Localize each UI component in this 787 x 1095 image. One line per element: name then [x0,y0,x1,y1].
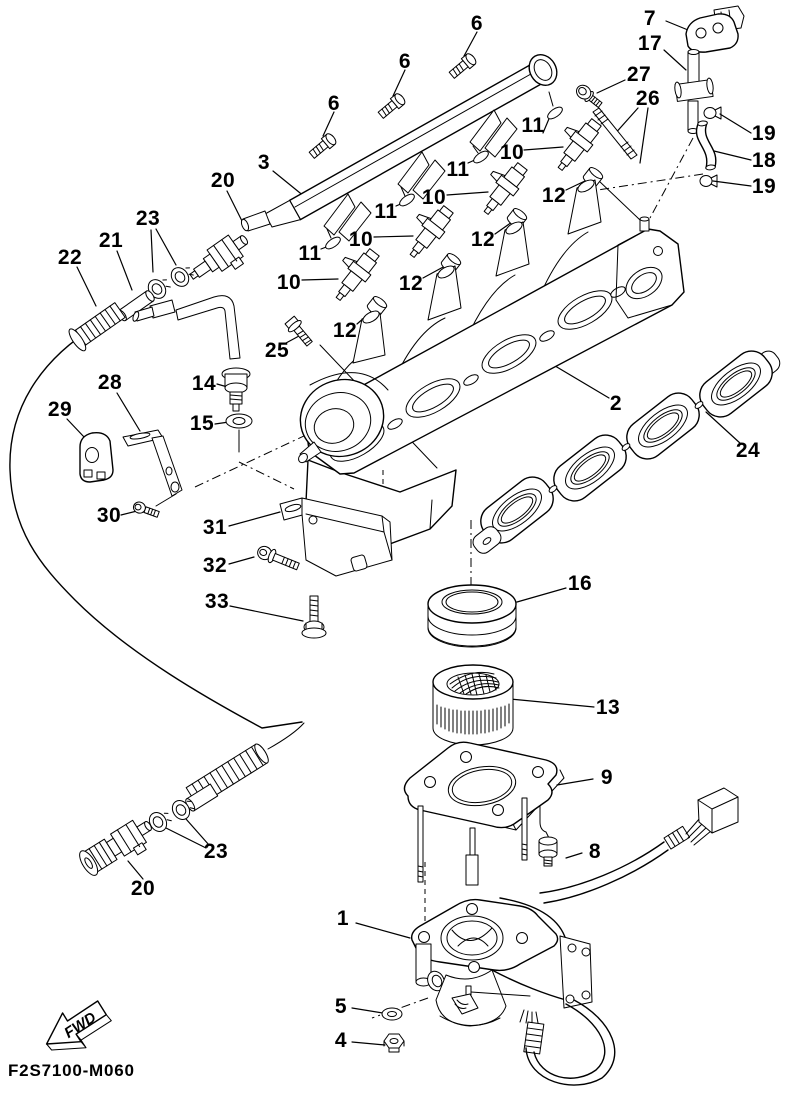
nut-4 [383,1033,405,1053]
flame-arrester-13 [432,664,514,746]
plate-studs [417,797,528,886]
bolt-8 [538,836,558,867]
tube-17 [674,49,714,134]
washer-5 [381,1007,403,1021]
corrugated-hose-22 [68,302,126,352]
injector-4 [321,239,384,307]
bottom-hose [185,722,305,812]
injector-set [321,106,606,318]
bolt-25 [284,315,313,347]
fwd-arrow: FWD [45,1000,112,1051]
regulator-drum [298,372,389,464]
bolt-33 [301,595,327,639]
injector-2 [469,153,532,221]
injector-1 [543,109,606,177]
duct-16 [427,584,517,648]
bracket-28 [122,429,183,497]
bolt-32 [257,545,300,571]
bracket-31 [279,497,393,577]
clamp-19-upper [703,106,722,120]
fuel-hose-curve [9,325,303,729]
gasket-24 [472,350,781,554]
stud-26 [592,107,638,160]
washer-15 [225,413,253,429]
sensor-14 [132,295,251,412]
diagram-code: F2S7100-M060 [8,1061,135,1080]
sensor-7 [685,5,745,53]
leader-lines [66,20,752,1046]
hose-18 [695,120,717,171]
screw-30 [132,501,160,518]
fuel-connector-bottom [79,819,152,876]
plate-9 [403,741,565,886]
fuel-connector-top [189,234,249,280]
connector-plug [697,787,739,834]
throttle-body [410,787,739,1086]
grommet-29 [79,431,114,483]
injector-3 [395,196,458,264]
bolt-27 [575,84,603,108]
fuel-rail [240,53,558,242]
